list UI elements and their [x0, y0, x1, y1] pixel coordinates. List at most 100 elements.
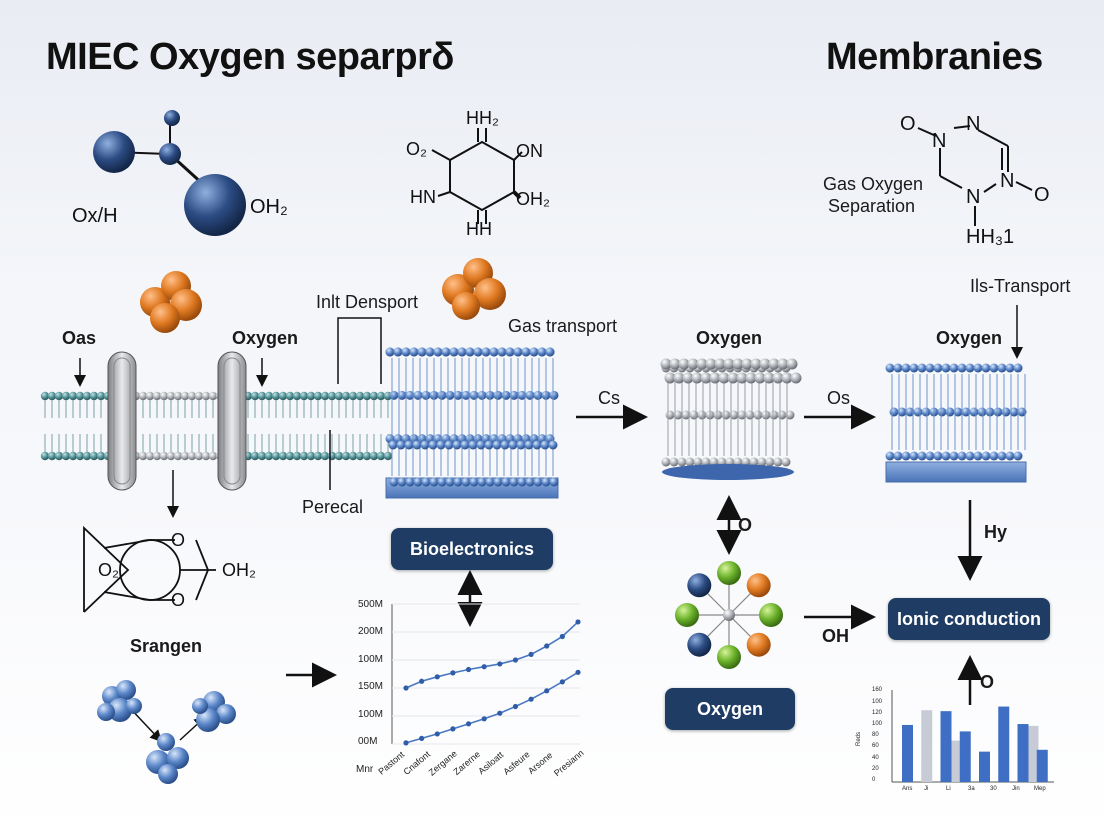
ring-right-n-left: N [932, 130, 947, 152]
line-y-tick: 150M [358, 681, 384, 692]
line-point [575, 669, 581, 675]
line-point [497, 661, 503, 667]
label-os: Os [827, 388, 851, 408]
label-ox-h: Ox/H [72, 205, 118, 227]
bar [979, 751, 990, 782]
line-y-tick: 500M [358, 598, 384, 610]
bar [1017, 724, 1029, 782]
label-gas-transport: Gas transport [508, 316, 618, 336]
molecule-crown [83, 525, 216, 613]
membrane-block-right [885, 363, 1027, 483]
line-point [481, 664, 487, 670]
line-point [419, 735, 425, 742]
line-y-tick: 200M [358, 626, 384, 637]
bar-y-tick: 120 [872, 709, 883, 716]
line-point [434, 731, 440, 737]
ring-center-bottom: HH [466, 219, 492, 239]
line-chart [391, 603, 581, 746]
page-title-left: MIEC Oxygen separprδ [46, 36, 454, 78]
ring-center-top: HH₂ [466, 108, 499, 128]
label-oxygen-right: Oxygen [936, 328, 1003, 348]
label-inlt-densport: Inlt Densport [316, 292, 419, 312]
line-point [544, 643, 550, 649]
label-perecal: Perecal [302, 497, 364, 517]
ring-right-o-top: O [900, 113, 916, 135]
crown-oh: OH₂ [222, 560, 256, 580]
line-point [497, 710, 503, 716]
line-point [559, 633, 565, 640]
bioelectronics-button[interactable]: Bioelectronics [391, 528, 553, 570]
line-y-tick: 100M [358, 708, 384, 720]
bar-x-tick: Jin [1012, 786, 1020, 792]
bar [950, 740, 962, 782]
page-title-right: Membranies [826, 36, 1043, 78]
bar-x-tick: Li [946, 786, 951, 792]
line-point [512, 657, 519, 663]
bar-y-tick: 160 [872, 687, 883, 694]
line-point [403, 740, 409, 746]
line-x-label: Mnr [356, 764, 374, 775]
line-point [575, 619, 581, 625]
membrane-block-left [385, 347, 559, 499]
bar-y-tick: 20 [872, 765, 879, 772]
bar [902, 724, 913, 782]
ring-center-left-top: O₂ [406, 139, 427, 159]
line-point [512, 703, 519, 710]
line-point [528, 651, 534, 658]
ring-right-o-right: O [1034, 184, 1050, 206]
label-oas: Oas [62, 328, 97, 348]
line-point [403, 685, 409, 691]
label-oxygen-left: Oxygen [232, 328, 299, 348]
bar [959, 731, 971, 782]
bar-y-tick: 80 [872, 732, 879, 739]
bar-x-tick: Ji [924, 786, 929, 792]
label-oxygen-mid: Oxygen [696, 328, 763, 348]
line-point [450, 670, 456, 676]
label-o-right: O [980, 672, 995, 692]
crown-o-left: O₂ [98, 560, 119, 580]
line-point [544, 688, 550, 694]
bar [998, 706, 1010, 782]
molecule-icon-top-left [93, 110, 246, 236]
bar [1036, 749, 1048, 782]
line-y-tick: 100M [358, 653, 384, 665]
line-point [450, 726, 456, 732]
line-y-tick: 00M [358, 736, 378, 747]
bar-x-tick: Mep [1034, 786, 1046, 792]
bar-y-tick: 100 [872, 698, 883, 705]
ring-right-bottom: HH₃1 [966, 226, 1015, 248]
label-oh: OH [822, 626, 849, 646]
line-point [465, 666, 472, 673]
line-point [419, 678, 425, 684]
label-srangen: Srangen [130, 636, 203, 656]
label-ils-transport: Ils-Transport [970, 276, 1071, 296]
bar-y-label: Reds [856, 731, 863, 747]
ring-center-right-top: ON [516, 141, 543, 161]
bar-y-tick: 0 [872, 777, 876, 783]
bar-x-tick: Ans [902, 786, 913, 792]
label-cs: Cs [598, 388, 620, 408]
ring-right-n-right: N [1000, 170, 1015, 192]
label-separation: Separation [828, 196, 916, 216]
membrane-disk-mid [217, 351, 247, 491]
line-point [559, 679, 565, 685]
ionic-conduction-button[interactable]: Ionic conduction [888, 598, 1050, 640]
ring-right-n-top: N [966, 113, 981, 135]
molecule-ring-right [917, 125, 1033, 226]
membrane-icon-left [40, 391, 393, 461]
molecule-icon-orange-top [442, 258, 506, 320]
crown-o-bottom: O [171, 590, 186, 610]
bar-x-tick: 30 [990, 786, 997, 792]
line-point [465, 721, 472, 727]
bar-x-tick: 3a [968, 786, 975, 792]
bar [940, 711, 952, 782]
bar [1027, 725, 1039, 782]
line-point [528, 696, 534, 702]
ring-center-right-bottom: OH₂ [516, 189, 550, 209]
line-point [481, 716, 487, 722]
line-series-1 [405, 671, 579, 744]
bar-chart [891, 690, 1054, 783]
membrane-disk-left [107, 351, 137, 491]
oxygen-button[interactable]: Oxygen [665, 688, 795, 730]
